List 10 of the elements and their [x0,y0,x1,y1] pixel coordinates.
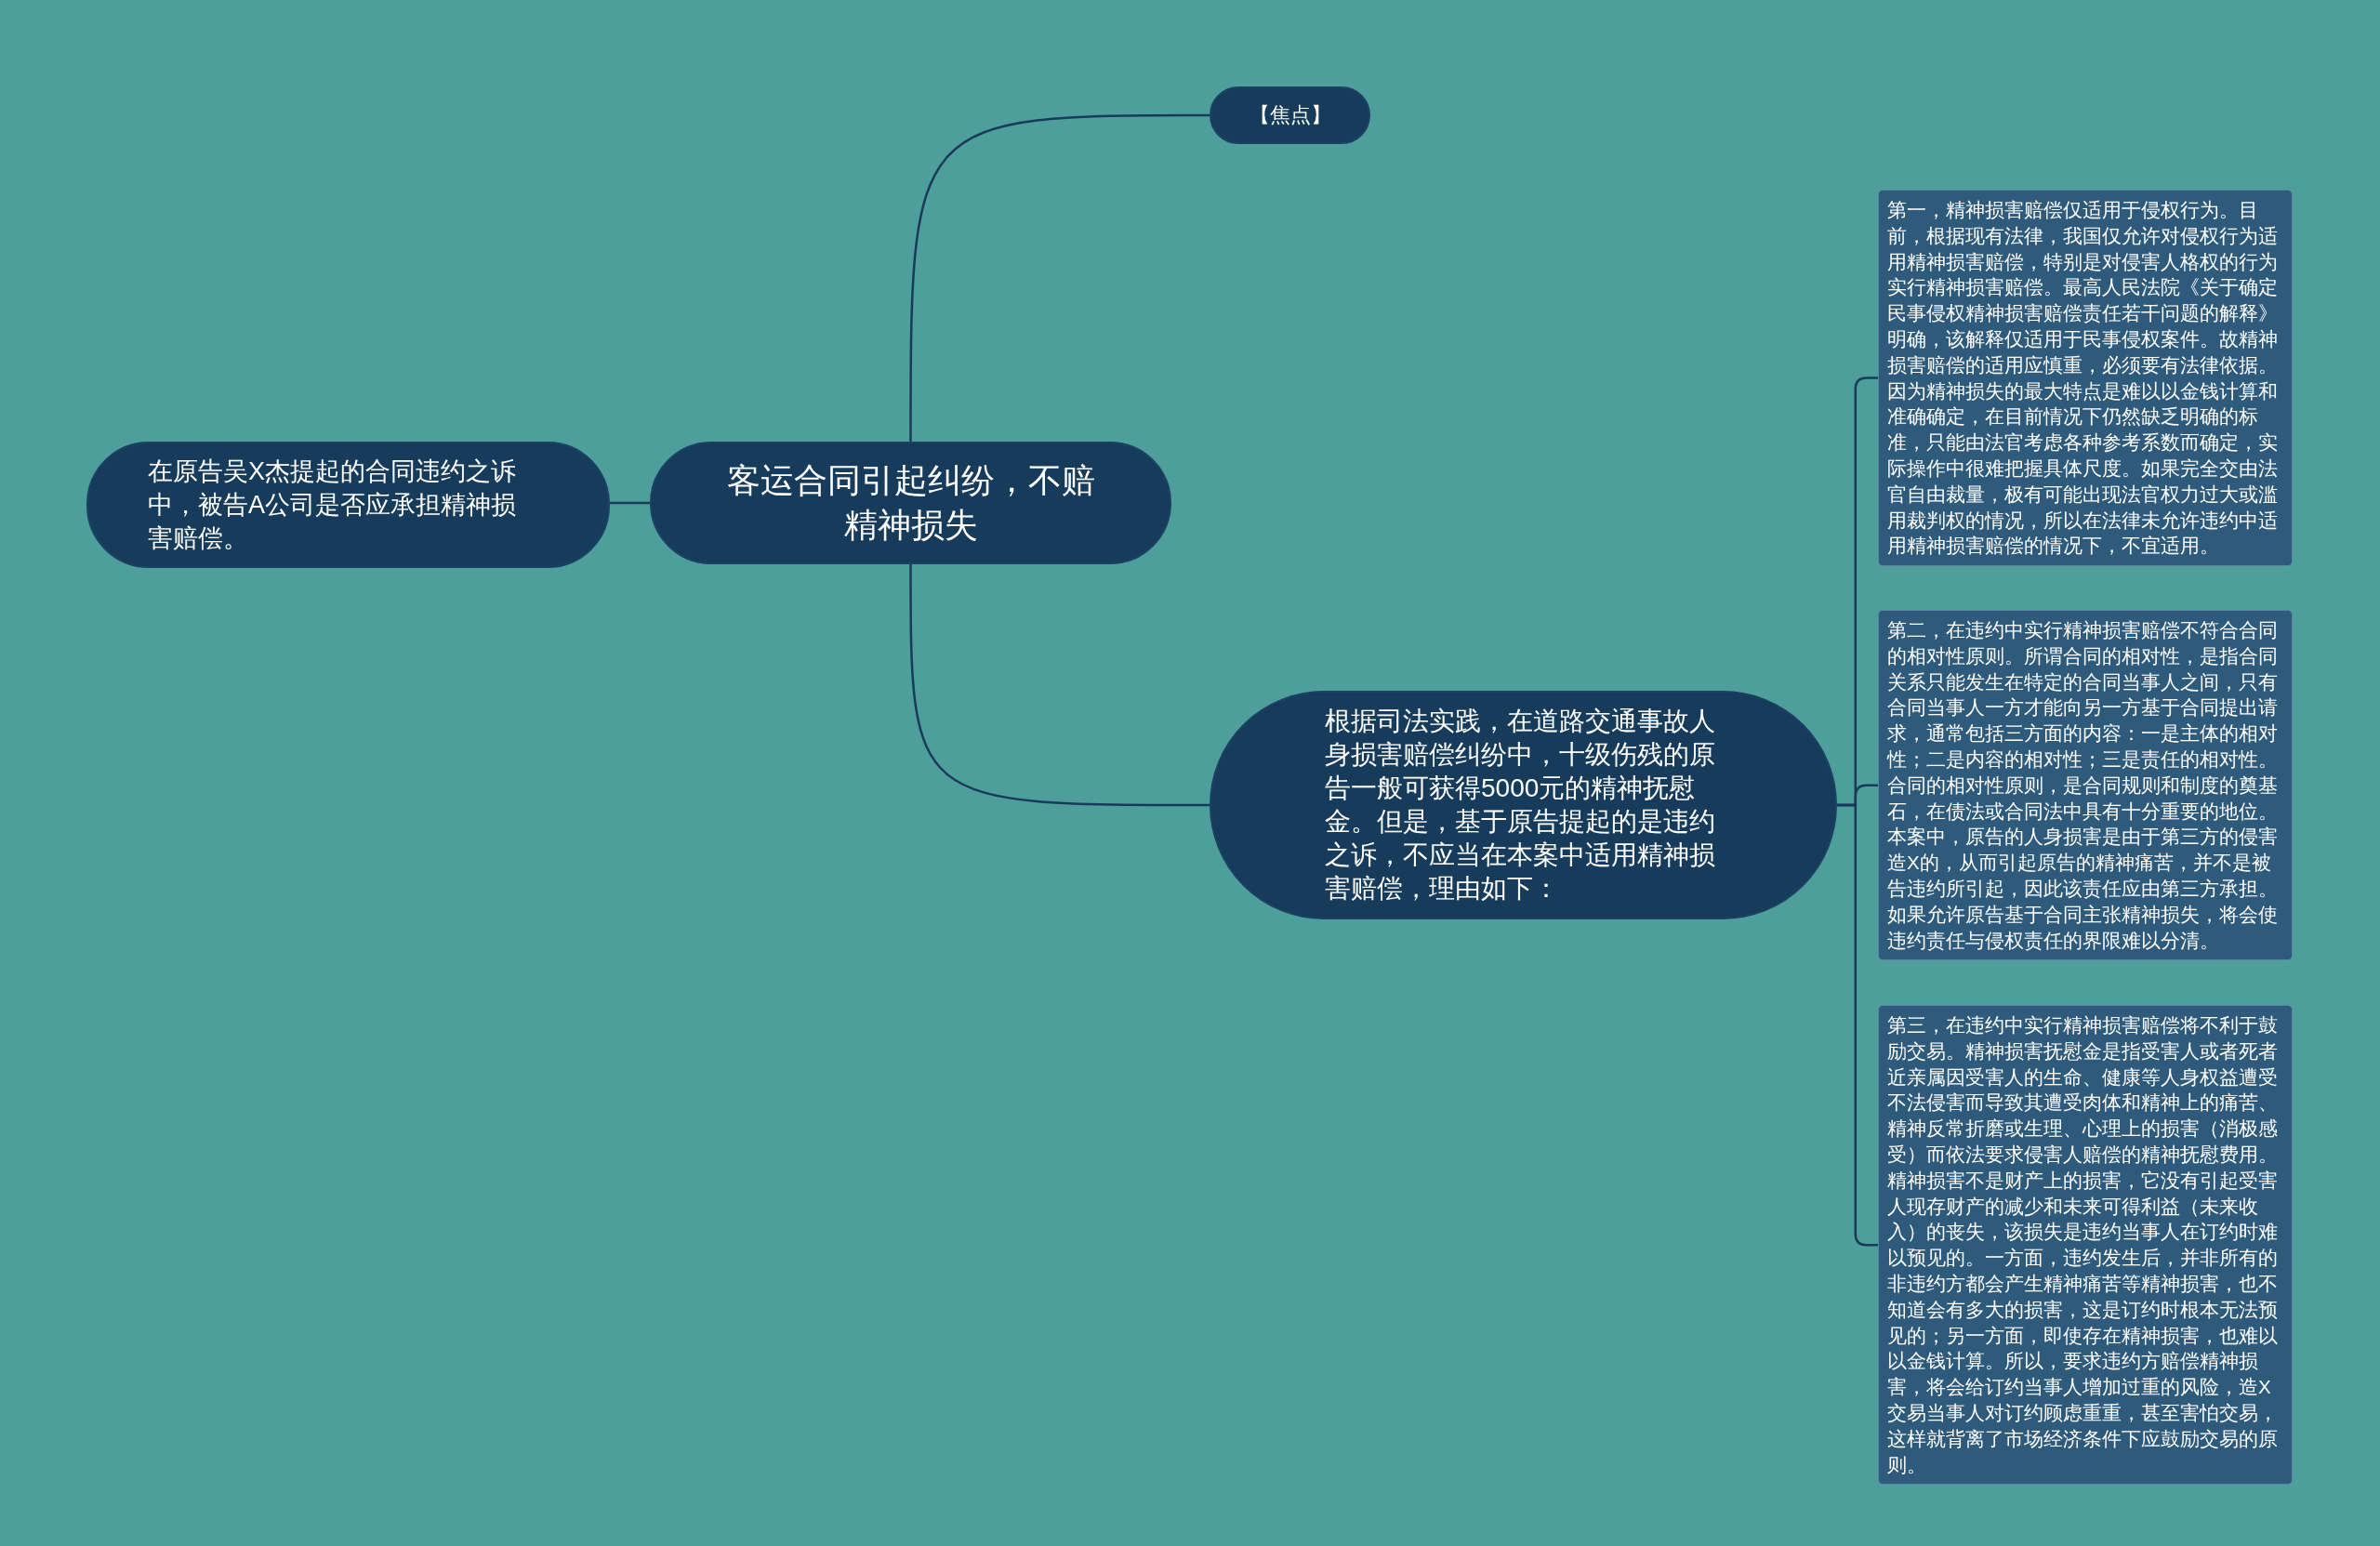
topic-pill: 【焦点】 [1210,86,1370,144]
text-card: 第三，在违约中实行精神损害赔偿将不利于鼓励交易。精神损害抚慰金是指受害人或者死者近亲属因受害人的生命、健康等人身权益遭受不法侵害而导致其遭受肉体和精神上的痛苦、精神反常折磨或生理、心理上的损害（消极感受）而依法要求侵害人赔偿的精神抚慰费用。精神损害不是财产上的损害，它没有引起受害人现存财产的减少和未来可得利益（未来收入）的丧失，该损失是违约当事人在订约时难以预见的。一方面，违约发生后，并非所有的非违约方都会产生精神痛苦等精神损害，也不知道会有多大的损害，这是订约时根本无法预见的；另一方面，即使存在精神损害，也难以以金钱计算。所以，要求违约方赔偿精神损害，将会给订约当事人增加过重的风险，造X交易当事人对订约顾虑重重，甚至害怕交易，这样就背离了市场经济条件下应鼓励交易的原则。 [1878,1005,2293,1486]
topic-pill: 在原告吴X杰提起的合同违约之诉中，被告A公司是否应承担精神损害赔偿。 [86,442,610,568]
connector-line [909,113,1210,442]
text-card: 第二，在违约中实行精神损害赔偿不符合合同的相对性原则。所谓合同的相对性，是指合同关系只能发生在特定的合同当事人之间，只有合同当事人一方才能向另一方基于合同提出请求，通常包括三方面的内容：一是主体的相对性；二是内容的相对性；三是责任的相对性。合同的相对性原则，是合同规则和制度的奠基石，在债法或合同法中具有十分重要的地位。本案中，原告的人身损害是由于第三方的侵害造X的，从而引起原告的精神痛苦，并不是被告违约所引起，因此该责任应由第三方承担。如果允许原告基于合同主张精神损失，将会使违约责任与侵权责任的界限难以分清。 [1878,610,2293,961]
connector-line [909,564,1210,807]
topic-pill: 客运合同引起纠纷，不赔精神损失 [650,442,1171,564]
topic-pill: 根据司法实践，在道路交通事故人身损害赔偿纠纷中，十级伤残的原告一般可获得5000元的精神抚慰金。但是，基于原告提起的是违约之诉，不应当在本案中适用精神损害赔偿，理由如下： [1210,691,1837,919]
text-card: 第一，精神损害赔偿仅适用于侵权行为。目前，根据现有法律，我国仅允许对侵权行为适用精神损害赔偿，特别是对侵害人格权的行为实行精神损害赔偿。最高人民法院《关于确定民事侵权精神损害赔偿责任若干问题的解释》明确，该解释仅适用于民事侵权案件。故精神损害赔偿的适用应慎重，必须要有法律依据。因为精神损失的最大特点是难以以金钱计算和准确确定，在目前情况下仍然缺乏明确的标准，只能由法官考虑各种参考系数而确定，实际操作中很难把握具体尺度。如果完全交由法官自由裁量，极有可能出现法官权力过大或滥用裁判权的情况，所以在法律未允许违约中适用精神损害赔偿的情况下，不宜适用。 [1878,190,2293,567]
connector-line [610,501,650,505]
